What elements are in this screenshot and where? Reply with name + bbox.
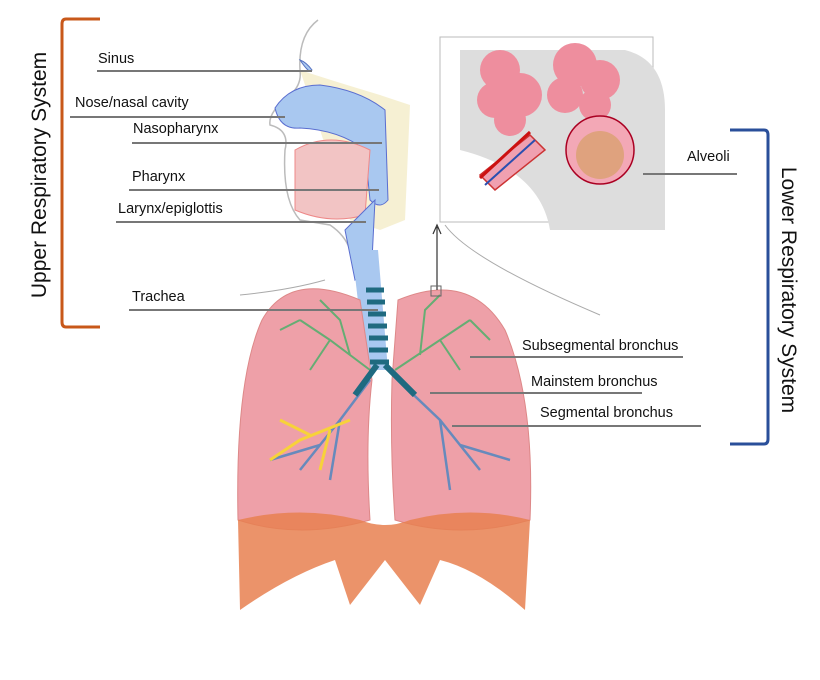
diaphragm bbox=[238, 512, 530, 610]
leader-trachea bbox=[129, 309, 378, 311]
alveoli-inset bbox=[439, 36, 665, 230]
lungs bbox=[237, 288, 532, 531]
lower-bracket bbox=[730, 128, 770, 446]
upper-respiratory-title: Upper Respiratory System bbox=[28, 51, 51, 299]
label-larynx: Larynx/epiglottis bbox=[118, 201, 223, 217]
head-section bbox=[239, 19, 410, 296]
label-subsegmental-bronchus: Subsegmental bronchus bbox=[522, 338, 679, 354]
left-lung bbox=[237, 288, 373, 531]
leader-subsegmental bbox=[470, 356, 683, 358]
label-pharynx: Pharynx bbox=[132, 169, 186, 185]
leader-segmental bbox=[452, 425, 701, 427]
leader-nasopharynx bbox=[132, 142, 382, 144]
leader-alveoli bbox=[643, 173, 737, 175]
label-segmental-bronchus: Segmental bronchus bbox=[540, 405, 673, 421]
lower-respiratory-title: Lower Respiratory System bbox=[777, 166, 800, 414]
leader-sinus bbox=[97, 70, 312, 72]
leader-mainstem bbox=[430, 392, 642, 394]
label-trachea: Trachea bbox=[132, 289, 185, 305]
inset-pointer-arrow bbox=[432, 223, 442, 290]
leader-nose bbox=[70, 116, 285, 118]
leader-pharynx bbox=[129, 189, 379, 191]
label-nose: Nose/nasal cavity bbox=[75, 95, 189, 111]
label-mainstem-bronchus: Mainstem bronchus bbox=[531, 374, 658, 390]
label-alveoli: Alveoli bbox=[687, 149, 730, 165]
label-sinus: Sinus bbox=[98, 51, 135, 67]
leader-larynx bbox=[116, 221, 366, 223]
label-nasopharynx: Nasopharynx bbox=[133, 121, 219, 137]
upper-bracket bbox=[60, 17, 100, 329]
